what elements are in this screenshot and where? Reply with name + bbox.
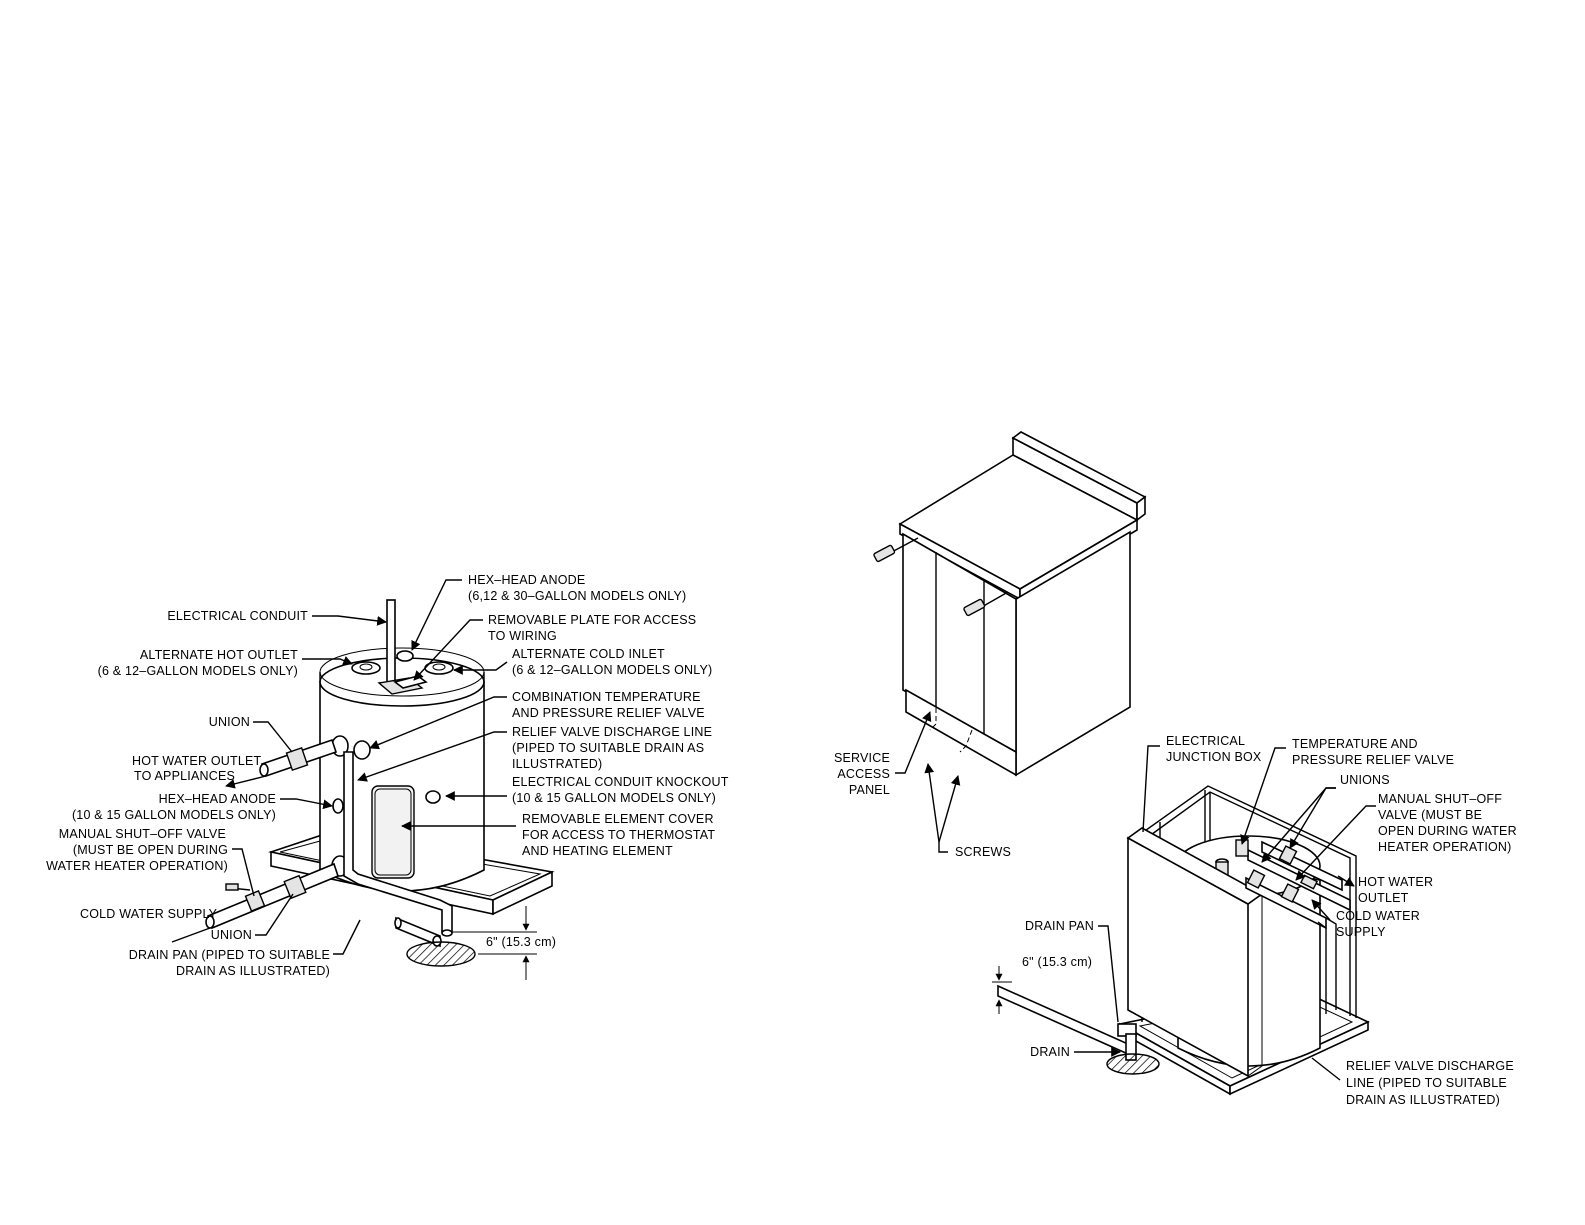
label-electrical-conduit-knockout: ELECTRICAL CONDUIT KNOCKOUT(10 & 15 GALL…: [512, 775, 729, 805]
water-heater-tank: [319, 599, 485, 937]
label-manual-shutoff-left: MANUAL SHUT–OFF VALVE(MUST BE OPEN DURIN…: [46, 827, 228, 873]
label-screws: SCREWS: [955, 845, 1011, 859]
left-labels: HEX–HEAD ANODE(6,12 & 30–GALLON MODELS O…: [46, 573, 729, 978]
label-union-top: UNION: [209, 715, 250, 729]
undercounter-drawing: [992, 745, 1376, 1096]
label-drain-pan-right: DRAIN PAN: [1025, 919, 1094, 933]
floor-drain-right: [1106, 1053, 1160, 1075]
label-electrical-conduit: ELECTRICAL CONDUIT: [167, 609, 308, 623]
cabinet-drawing: [873, 431, 1147, 853]
screw-lower: [963, 591, 1009, 617]
label-relief-valve-discharge: RELIEF VALVE DISCHARGE LINE(PIPED TO SUI…: [512, 725, 712, 771]
dimension-left: [452, 906, 537, 980]
floor-drain-left: [406, 941, 476, 967]
label-dimension-right: 6" (15.3 cm): [1022, 955, 1092, 969]
cold-supply-pipe: [205, 862, 339, 930]
label-unions: UNIONS: [1340, 773, 1390, 787]
label-union-bottom: UNION: [211, 928, 252, 942]
label-hex-head-anode-side: HEX–HEAD ANODE(10 & 15 GALLON MODELS ONL…: [72, 792, 276, 822]
screw-upper: [873, 537, 919, 563]
label-cold-water-supply-left: COLD WATER SUPPLY: [80, 907, 218, 921]
label-hex-head-anode-top: HEX–HEAD ANODE(6,12 & 30–GALLON MODELS O…: [468, 573, 686, 603]
label-dimension-left: 6" (15.3 cm): [486, 935, 556, 949]
hot-outlet-pipe: [259, 738, 338, 778]
label-alternate-cold-inlet: ALTERNATE COLD INLET(6 & 12–GALLON MODEL…: [512, 647, 712, 677]
left-water-heater-drawing: [171, 579, 555, 980]
label-alternate-hot-outlet: ALTERNATE HOT OUTLET(6 & 12–GALLON MODEL…: [98, 648, 299, 678]
label-drain: DRAIN: [1030, 1045, 1070, 1059]
left-leader-lines: [171, 579, 516, 955]
